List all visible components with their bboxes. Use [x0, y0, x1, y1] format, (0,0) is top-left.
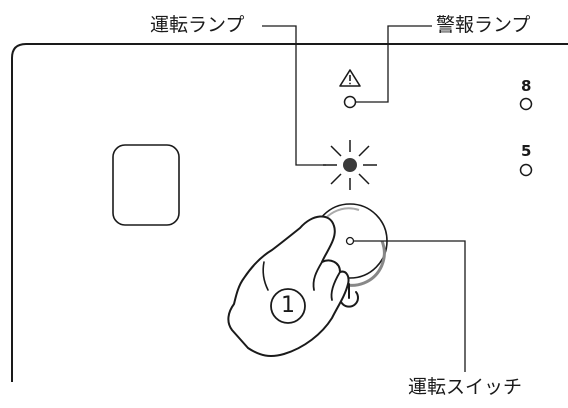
leader-run-lamp	[262, 25, 326, 166]
alarm-lamp-label: 警報ランプ	[436, 14, 531, 36]
leader-alarm-lamp	[356, 25, 432, 103]
warning-triangle-icon	[339, 69, 361, 87]
run-lamp-lit	[323, 140, 377, 190]
leader-run-switch	[354, 240, 466, 372]
indicator-number-bottom: 5	[521, 142, 532, 160]
step-number: 1	[281, 293, 295, 318]
run-lamp-label: 運転ランプ	[150, 14, 245, 36]
hand-pointer-icon	[227, 215, 350, 357]
run-switch-label: 運転スイッチ	[408, 376, 523, 398]
panel-outline	[11, 43, 568, 382]
indicator-lamp-top	[519, 97, 533, 111]
alarm-lamp	[343, 95, 357, 109]
indicator-lamp-bottom	[519, 163, 533, 177]
display-window	[112, 144, 180, 226]
indicator-number-top: 8	[521, 77, 532, 95]
